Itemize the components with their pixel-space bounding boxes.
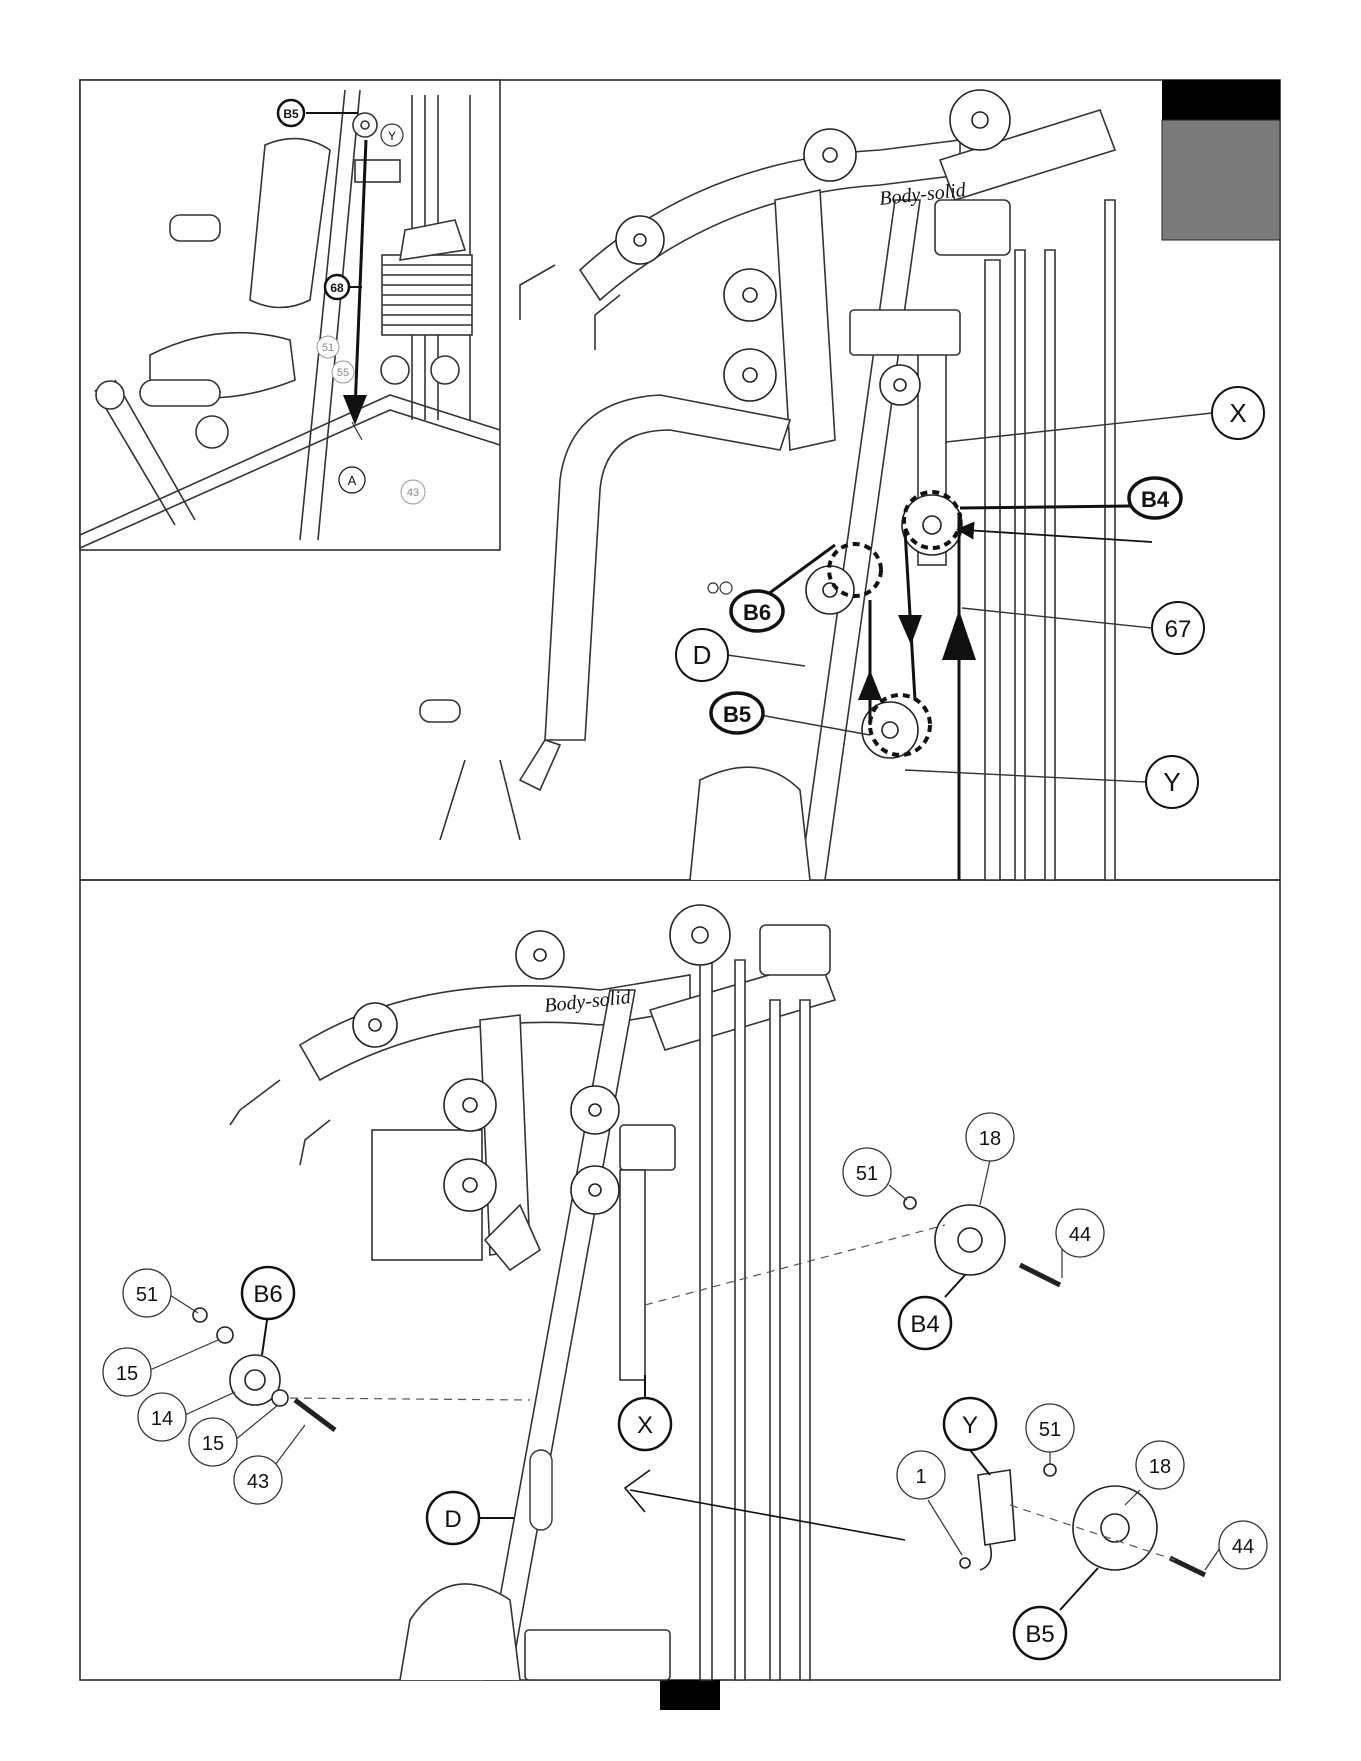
label-43-left: 43 — [247, 1471, 269, 1493]
inset-label-a: A — [348, 473, 357, 488]
b4-dashed-axis — [645, 1225, 945, 1305]
b4-exploded-parts — [904, 1197, 1060, 1285]
label-44-right: 44 — [1069, 1224, 1091, 1246]
label-y-top: Y — [1163, 767, 1180, 797]
label-b5-top: B5 — [723, 702, 751, 727]
label-51-y: 51 — [1039, 1419, 1061, 1441]
label-51-right: 51 — [856, 1163, 878, 1185]
label-1: 1 — [915, 1466, 926, 1488]
cable-up-arrow-small — [858, 670, 882, 700]
label-b6-bottom: B6 — [253, 1281, 282, 1308]
label-x-bottom: X — [637, 1412, 653, 1439]
b6-dashed-axis — [290, 1398, 530, 1400]
inset-label-b5: B5 — [283, 107, 299, 121]
inset-label-y: Y — [388, 129, 396, 143]
page-tab-black — [1162, 80, 1280, 120]
label-67-top: 67 — [1165, 616, 1192, 643]
label-b6-top: B6 — [743, 600, 771, 625]
label-b4-top: B4 — [1141, 487, 1170, 512]
assembly-direction-arrow — [630, 1490, 905, 1540]
top-frame-drawing — [420, 110, 1115, 880]
label-15-left-b: 15 — [202, 1433, 224, 1455]
inset-label-68: 68 — [330, 281, 344, 295]
label-44-y: 44 — [1232, 1536, 1254, 1558]
b6-exploded-parts — [193, 1308, 335, 1430]
label-y-bottom: Y — [962, 1412, 978, 1439]
cable-up-arrow-large — [942, 610, 976, 660]
inset-label-55: 55 — [337, 367, 349, 379]
label-18-right: 18 — [979, 1128, 1001, 1150]
page-tab-gray — [1162, 120, 1280, 240]
label-b4-bottom: B4 — [910, 1311, 939, 1338]
inset-label-51: 51 — [322, 342, 334, 354]
bottom-frame-drawing — [230, 925, 835, 1680]
inset-label-43: 43 — [407, 487, 419, 499]
label-51-left: 51 — [136, 1284, 158, 1306]
page-number-block — [660, 1680, 720, 1710]
label-x-top: X — [1229, 398, 1246, 428]
cable-down-arrow — [898, 615, 922, 645]
post-slot — [530, 1450, 552, 1530]
label-b5-bottom: B5 — [1025, 1621, 1054, 1648]
label-d-top: D — [693, 640, 712, 670]
label-d-bottom: D — [444, 1506, 461, 1533]
label-14-left: 14 — [151, 1408, 173, 1430]
cable-main-riser — [959, 515, 962, 880]
label-18-y: 18 — [1149, 1456, 1171, 1478]
label-15-left-a: 15 — [116, 1363, 138, 1385]
